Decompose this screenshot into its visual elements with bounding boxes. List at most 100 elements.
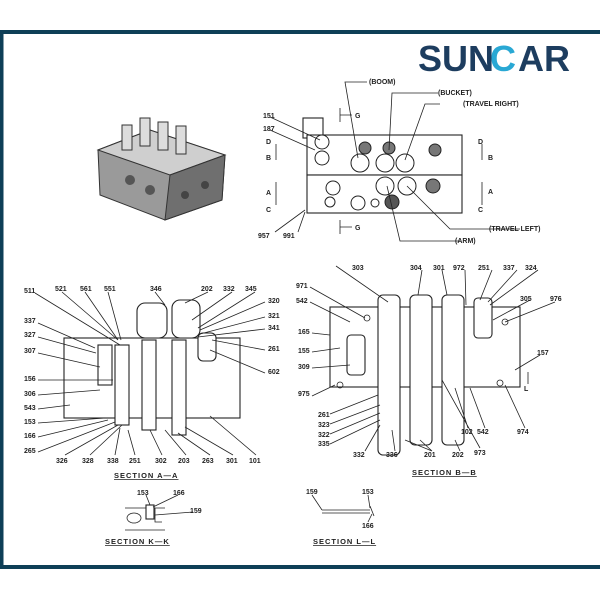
part-number: 307: [24, 348, 36, 355]
marker-b: B: [266, 155, 271, 162]
part-number: 159: [190, 508, 202, 515]
callout-arm: (ARM): [455, 238, 476, 245]
part-number: 337: [24, 318, 36, 325]
part-number: 973: [474, 450, 486, 457]
part-number: 153: [362, 489, 374, 496]
part-number: 166: [362, 523, 374, 530]
part-number: 303: [352, 265, 364, 272]
part-number: 201: [424, 452, 436, 459]
part-number: 251: [478, 265, 490, 272]
section-aa-labels: 511 521 561 551 346 202 332 345 320 321 …: [24, 286, 280, 480]
marker-c: C: [478, 207, 483, 214]
section-aa-drawing: [34, 291, 266, 456]
section-bb-drawing: [309, 265, 556, 456]
part-number: 551: [104, 286, 116, 293]
logo-text-ar: AR: [518, 38, 570, 79]
part-number: 543: [24, 405, 36, 412]
part-number: 165: [298, 329, 310, 336]
part-number: 346: [150, 286, 162, 293]
part-number: 337: [503, 265, 515, 272]
top-view-drawing: [269, 81, 520, 242]
part-number: 156: [24, 376, 36, 383]
logo-text-sun: SUN: [418, 38, 494, 79]
part-number: 101: [249, 458, 261, 465]
part-number: 202: [201, 286, 213, 293]
part-number: 542: [477, 429, 489, 436]
part-number: 251: [129, 458, 141, 465]
valve-isometric-image: [96, 117, 227, 221]
part-number: 159: [306, 489, 318, 496]
part-number: 261: [268, 346, 280, 353]
part-number: 153: [24, 419, 36, 426]
part-number: 345: [245, 286, 257, 293]
part-number: 338: [107, 458, 119, 465]
part-number: 153: [137, 490, 149, 497]
section-bb-labels: 303 304 301 972 251 337 324 971 542 165 …: [296, 265, 562, 477]
part-number: 151: [263, 113, 275, 120]
part-number: 322: [318, 432, 330, 439]
part-number: 187: [263, 126, 275, 133]
section-kk-title: SECTION K—K: [105, 537, 170, 546]
part-number: 265: [24, 448, 36, 455]
part-number: 301: [226, 458, 238, 465]
part-number: 324: [525, 265, 537, 272]
section-aa-title: SECTION A—A: [114, 471, 178, 480]
page-frame: [0, 30, 600, 569]
callout-boom: (BOOM): [369, 79, 395, 86]
marker-d: D: [478, 139, 483, 146]
part-number: 336: [386, 452, 398, 459]
section-bb-title: SECTION B—B: [412, 468, 477, 477]
part-number: 972: [453, 265, 465, 272]
part-number: 166: [24, 433, 36, 440]
marker-l: L: [524, 386, 529, 393]
marker-a: A: [488, 189, 493, 196]
part-number: 542: [296, 298, 308, 305]
marker-a: A: [266, 190, 271, 197]
part-number: 561: [80, 286, 92, 293]
part-number: 321: [268, 313, 280, 320]
part-number: 102: [461, 429, 473, 436]
part-number: 332: [223, 286, 235, 293]
part-number: 341: [268, 325, 280, 332]
part-number: 971: [296, 283, 308, 290]
top-view-labels: (BOOM) (BUCKET) (TRAVEL RIGHT) (TRAVEL L…: [258, 79, 540, 245]
part-number: 975: [298, 391, 310, 398]
suncar-logo: SUN C AR: [418, 38, 570, 79]
marker-g: G: [355, 113, 361, 120]
part-number: 302: [155, 458, 167, 465]
part-number: 323: [318, 422, 330, 429]
part-number: 155: [298, 348, 310, 355]
part-number: 335: [318, 441, 330, 448]
marker-b: B: [488, 155, 493, 162]
part-number: 166: [173, 490, 185, 497]
part-number: 328: [82, 458, 94, 465]
callout-travel-right: (TRAVEL RIGHT): [463, 101, 519, 108]
part-number: 305: [520, 296, 532, 303]
part-number: 957: [258, 233, 270, 240]
part-number: 202: [452, 452, 464, 459]
logo-text-c: C: [490, 38, 516, 79]
section-kk-drawing: 153 166 159 SECTION K—K: [105, 490, 202, 546]
part-number: 203: [178, 458, 190, 465]
callout-bucket: (BUCKET): [438, 90, 472, 97]
part-number: 974: [517, 429, 529, 436]
section-ll-title: SECTION L—L: [313, 537, 376, 546]
part-number: 301: [433, 265, 445, 272]
part-number: 332: [353, 452, 365, 459]
part-number: 991: [283, 233, 295, 240]
callout-travel-left: (TRAVEL LEFT): [489, 226, 540, 233]
part-number: 976: [550, 296, 562, 303]
section-ll-drawing: 159 153 166 SECTION L—L: [306, 489, 376, 546]
marker-d: D: [266, 139, 271, 146]
part-number: 306: [24, 391, 36, 398]
part-number: 326: [56, 458, 68, 465]
marker-c: C: [266, 207, 271, 214]
part-number: 304: [410, 265, 422, 272]
marker-g: G: [355, 225, 361, 232]
part-number: 263: [202, 458, 214, 465]
part-number: 320: [268, 298, 280, 305]
part-number: 157: [537, 350, 549, 357]
part-number: 511: [24, 288, 35, 295]
part-number: 602: [268, 369, 280, 376]
